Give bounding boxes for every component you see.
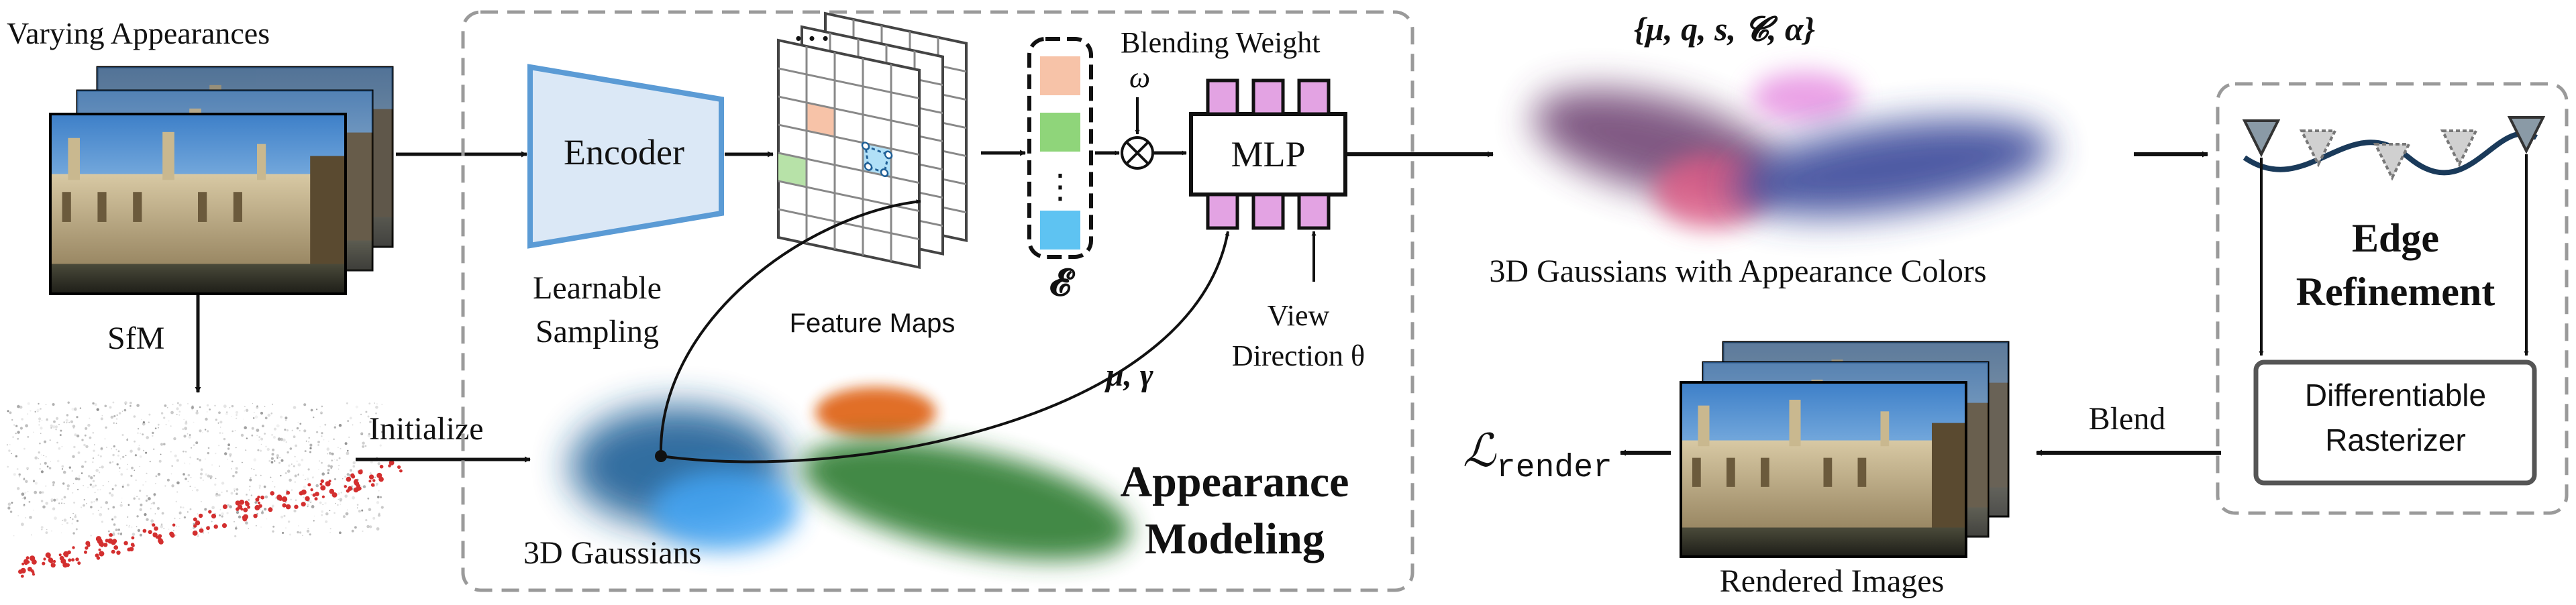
refinement-label: Refinement bbox=[2296, 270, 2495, 314]
appearance-label: Appearance bbox=[1121, 457, 1349, 506]
learnable-label: Learnable bbox=[533, 270, 662, 306]
rendered-images-stack bbox=[1680, 341, 2010, 558]
differentiable-label: Differentiable bbox=[2305, 378, 2486, 412]
encoder-block bbox=[527, 64, 724, 249]
feature-maps bbox=[777, 11, 968, 270]
embedding-green bbox=[1040, 113, 1080, 152]
modeling-label: Modeling bbox=[1145, 514, 1325, 563]
embedding-salmon bbox=[1040, 56, 1080, 95]
edge-refinement-box bbox=[2216, 82, 2569, 515]
varying-appearances-label: Varying Appearances bbox=[7, 16, 270, 50]
omega-label: ω bbox=[1129, 61, 1150, 94]
encoder-label: Encoder bbox=[564, 132, 684, 172]
differentiable-rasterizer-block bbox=[2253, 360, 2537, 486]
gaussians-3d-label: 3D Gaussians bbox=[523, 535, 701, 571]
direction-label: Direction θ bbox=[1232, 339, 1365, 372]
gaussians-3d bbox=[570, 387, 1131, 560]
embedding-epsilon: 𝓔 bbox=[1049, 262, 1076, 304]
edge-label: Edge bbox=[2352, 216, 2439, 260]
mu-gamma-label: μ, γ bbox=[1104, 358, 1153, 393]
feature-maps-ellipsis: … bbox=[792, 5, 832, 49]
gaussians-with-colors bbox=[1533, 72, 2052, 228]
rendered-images-label: Rendered Images bbox=[1720, 563, 1945, 599]
sfm-label: SfM bbox=[107, 321, 164, 356]
initialize-label: Initialize bbox=[369, 411, 484, 447]
mlp-block bbox=[1189, 78, 1347, 230]
gaussians-colors-label: 3D Gaussians with Appearance Colors bbox=[1489, 254, 1986, 289]
blend-label: Blend bbox=[2089, 401, 2166, 437]
loss-subscript: render bbox=[1496, 450, 1612, 486]
embedding-blue bbox=[1040, 211, 1080, 250]
feature-maps-label: Feature Maps bbox=[790, 309, 956, 338]
loss-symbol: ℒ bbox=[1463, 425, 1497, 476]
embedding-column bbox=[1027, 37, 1093, 259]
sfm-point-cloud bbox=[6, 401, 403, 578]
mlp-label: MLP bbox=[1231, 134, 1305, 174]
view-label: View bbox=[1268, 299, 1330, 332]
blending-weight-label: Blending Weight bbox=[1121, 26, 1321, 59]
sampling-label: Sampling bbox=[535, 314, 659, 349]
varying-appearances-stack bbox=[49, 66, 394, 295]
edge-wave bbox=[2242, 116, 2546, 181]
params-label: {μ, q, s, 𝓒, α} bbox=[1634, 10, 1815, 48]
sampling-curve-arrow bbox=[659, 199, 921, 457]
embedding-vertical-dots: ⋮ bbox=[1043, 168, 1077, 205]
mu-gamma-curve-arrow bbox=[660, 231, 1230, 463]
multiply-icon bbox=[1121, 136, 1154, 170]
rasterizer-label: Rasterizer bbox=[2325, 423, 2466, 457]
appearance-modeling-box bbox=[461, 10, 1414, 592]
